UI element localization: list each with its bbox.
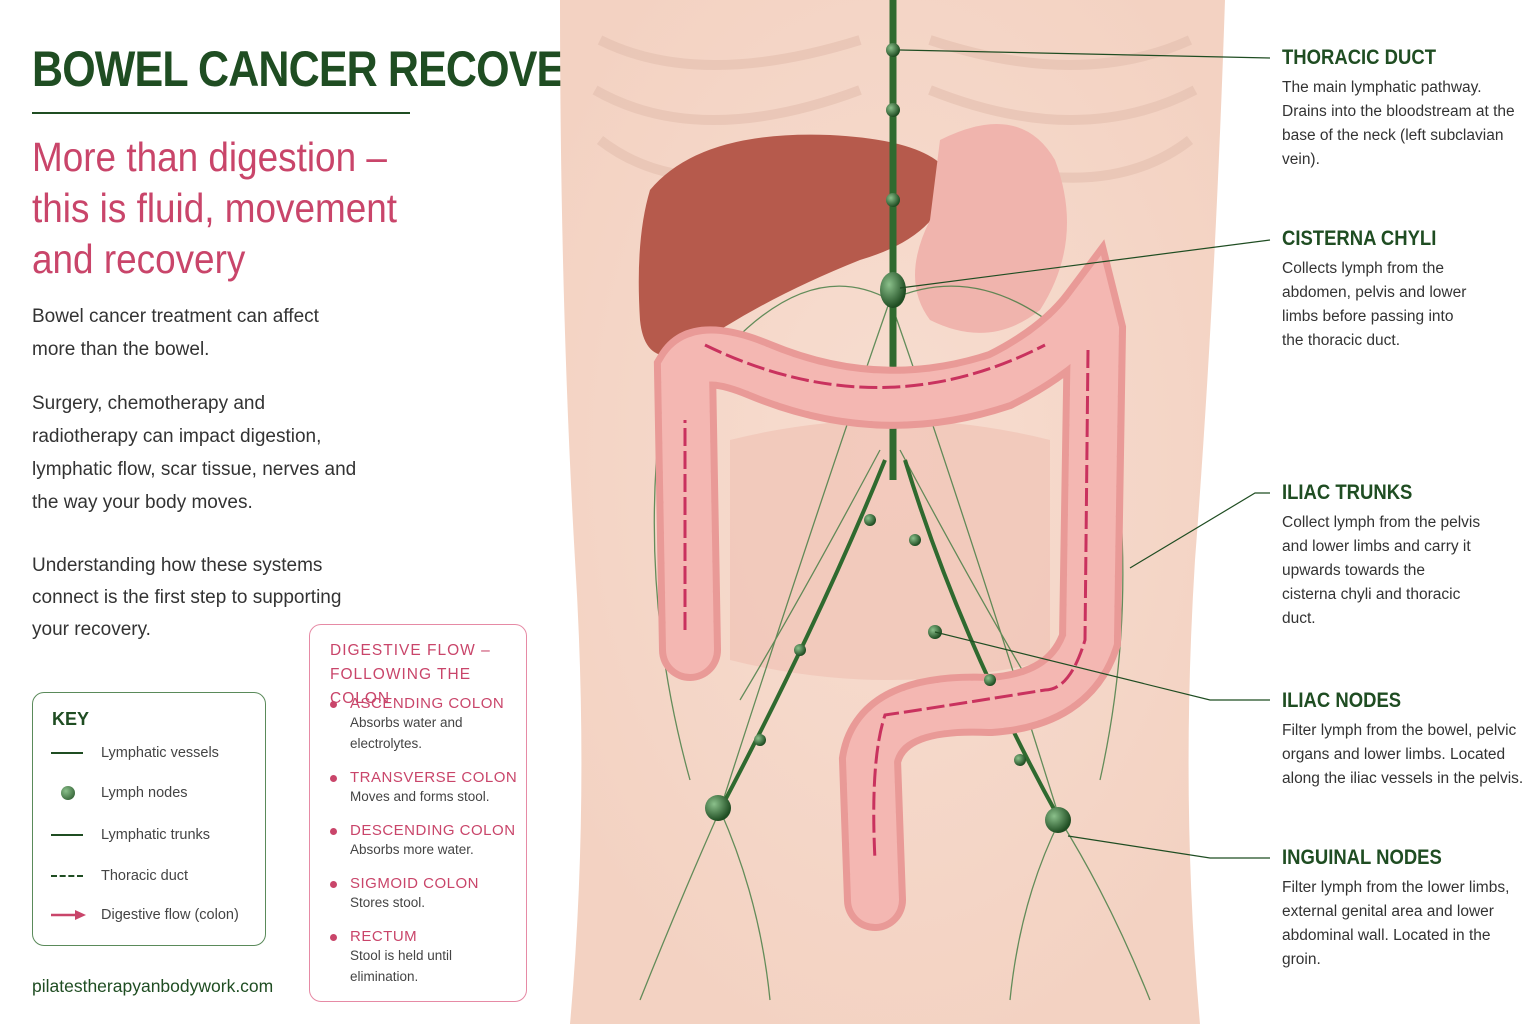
flow-item-desc: Stores stool. — [350, 895, 426, 910]
label-desc: The main lymphatic pathway. Drains into … — [1282, 79, 1515, 168]
label-iliac-nodes: ILIAC NODES Filter lymph from the bowel, … — [1282, 689, 1532, 791]
bullet-icon — [330, 775, 337, 782]
node-dot-icon — [51, 785, 101, 801]
flow-item-name: RECTUM — [350, 928, 418, 945]
label-cisterna-chyli: CISTERNA CHYLI Collects lymph from the ab… — [1282, 227, 1472, 353]
bullet-icon — [330, 934, 337, 941]
line-icon — [51, 827, 101, 843]
dashed-line-icon — [51, 868, 101, 884]
key-label: Lymphatic vessels — [101, 745, 219, 761]
line-icon — [51, 745, 101, 761]
flow-item-desc: Moves and forms stool. — [350, 789, 490, 804]
label-desc: Filter lymph from the bowel, pelvic orga… — [1282, 722, 1524, 787]
key-label: Lymphatic trunks — [101, 827, 211, 843]
intro-paragraph: Understanding how these systems connect … — [32, 555, 342, 640]
key-legend: KEY Lymphatic vessels Lymph nodes Lympha… — [32, 692, 266, 946]
key-label: Thoracic duct — [101, 868, 189, 884]
key-title: KEY — [52, 709, 90, 729]
key-label: Digestive flow (colon) — [101, 907, 239, 923]
key-item: Lymph nodes — [51, 785, 188, 801]
key-label: Lymph nodes — [101, 785, 188, 801]
flow-item-desc: Absorbs water and electrolytes. — [350, 715, 463, 751]
label-title: INGUINAL NODES — [1282, 846, 1442, 869]
digestive-flow-panel: DIGESTIVE FLOW – FOLLOWING THE COLON ASC… — [309, 624, 527, 1002]
small-intestine — [730, 420, 1050, 680]
key-item: Thoracic duct — [51, 868, 188, 884]
flow-item: DESCENDING COLON Absorbs more water. — [330, 822, 520, 860]
label-desc: Filter lymph from the lower limbs, exter… — [1282, 879, 1510, 968]
flow-item-desc: Absorbs more water. — [350, 842, 474, 857]
intro-paragraph: Bowel cancer treatment can affect more t… — [32, 306, 319, 360]
flow-title: DIGESTIVE FLOW – FOLLOWING THE COLON — [330, 642, 491, 707]
flow-item: SIGMOID COLON Stores stool. — [330, 875, 520, 913]
label-title: CISTERNA CHYLI — [1282, 227, 1437, 250]
flow-item-name: SIGMOID COLON — [350, 875, 480, 892]
flow-item-name: ASCENDING COLON — [350, 695, 505, 712]
label-desc: Collects lymph from the abdomen, pelvis … — [1282, 260, 1467, 349]
page-title: BOWEL CANCER RECOVERY — [32, 41, 622, 97]
key-item: Digestive flow (colon) — [51, 907, 239, 923]
label-iliac-trunks: ILIAC TRUNKS Collect lymph from the pelvi… — [1282, 481, 1482, 631]
flow-item-name: DESCENDING COLON — [350, 822, 516, 839]
flow-item-desc: Stool is held until elimination. — [350, 948, 453, 984]
label-title: ILIAC TRUNKS — [1282, 481, 1413, 504]
label-title: ILIAC NODES — [1282, 689, 1402, 712]
bullet-icon — [330, 828, 337, 835]
bullet-icon — [330, 881, 337, 888]
flow-item: RECTUM Stool is held until elimination. — [330, 928, 520, 987]
website-link[interactable]: pilatestherapyanbodywork.com — [32, 976, 274, 996]
label-desc: Collect lymph from the pelvis and lower … — [1282, 514, 1481, 627]
title-divider — [32, 112, 410, 114]
key-item: Lymphatic vessels — [51, 745, 219, 761]
colon — [653, 239, 1127, 931]
flow-item: ASCENDING COLON Absorbs water and electro… — [330, 695, 520, 754]
bullet-icon — [330, 701, 337, 708]
anatomy-illustration — [560, 0, 1225, 1024]
liver — [638, 134, 950, 356]
flow-item: TRANSVERSE COLON Moves and forms stool. — [330, 769, 520, 807]
subtitle: More than digestion – this is fluid, mov… — [32, 134, 398, 282]
pink-arrow-icon — [51, 907, 101, 923]
label-title: THORACIC DUCT — [1282, 46, 1436, 69]
flow-item-name: TRANSVERSE COLON — [350, 769, 518, 786]
label-inguinal-nodes: INGUINAL NODES Filter lymph from the lowe… — [1282, 846, 1522, 972]
label-thoracic-duct: THORACIC DUCT The main lymphatic pathway.… — [1282, 46, 1522, 172]
intro-paragraph: Surgery, chemotherapy and radiotherapy c… — [32, 393, 357, 513]
key-item: Lymphatic trunks — [51, 827, 210, 843]
